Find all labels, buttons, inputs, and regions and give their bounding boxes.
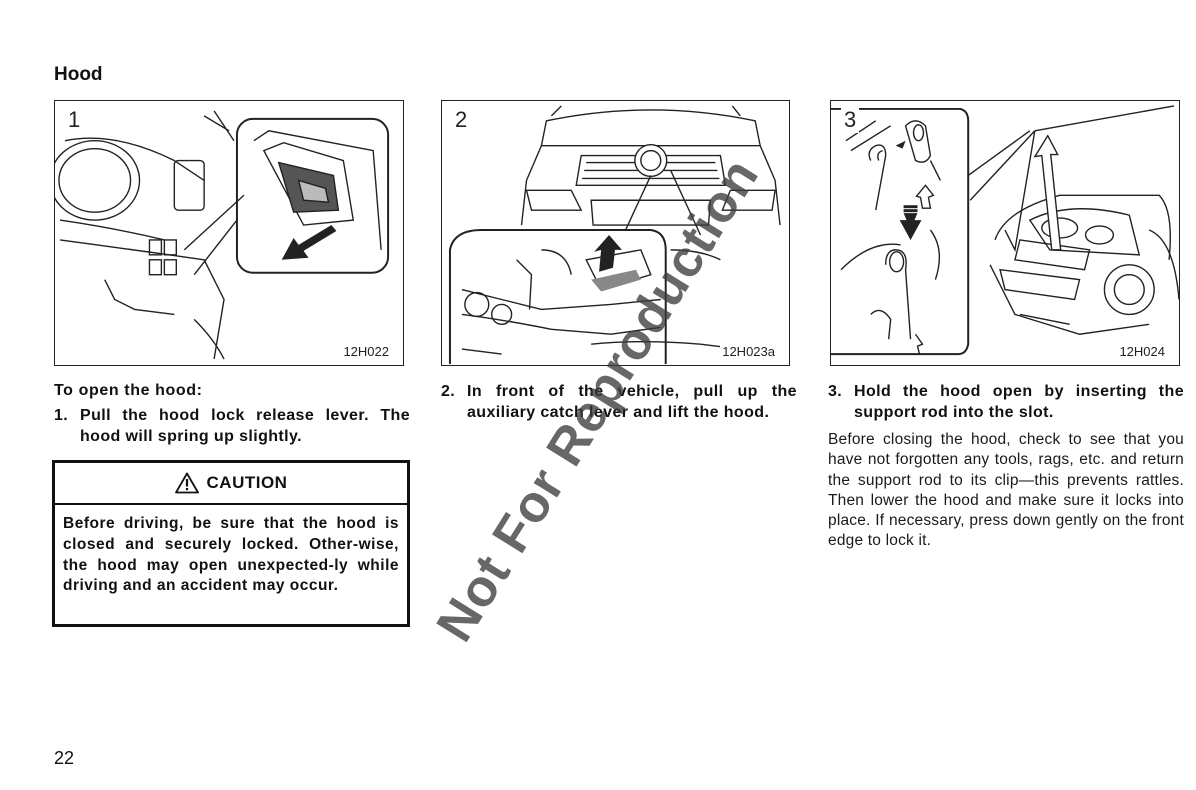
figure-auxiliary-catch-lever: 2 12H023a — [441, 100, 790, 366]
warning-triangle-icon — [174, 472, 199, 494]
step-1: 1. Pull the hood lock release lever. The… — [54, 406, 410, 447]
figure-support-rod: 3 12H024 — [830, 100, 1180, 366]
hood-release-lever-illustration — [55, 110, 390, 360]
step-text: Hold the hood open by inserting the supp… — [854, 383, 1184, 421]
figure-code: 12H024 — [1117, 344, 1167, 359]
caution-text: Before driving, be sure that the hood is… — [63, 515, 399, 595]
section-title: Hood — [54, 64, 103, 85]
figure-number: 3 — [841, 107, 860, 133]
caution-header: CAUTION — [55, 463, 407, 505]
step-text: Pull the hood lock release lever. The ho… — [80, 407, 410, 445]
step-3: 3. Hold the hood open by inserting the s… — [828, 382, 1184, 423]
support-rod-illustration — [831, 105, 1179, 356]
step-text: In front of the vehicle, pull up the aux… — [467, 383, 797, 421]
step-2: 2. In front of the vehicle, pull up the … — [441, 382, 797, 423]
step-number: 1. — [54, 407, 69, 424]
page-number: 22 — [54, 748, 75, 768]
caution-box: CAUTION Before driving, be sure that the… — [52, 460, 410, 627]
step-number: 2. — [441, 383, 456, 400]
auxiliary-catch-lever-illustration — [448, 105, 781, 365]
figure-code: 12H022 — [341, 344, 391, 359]
column-auxiliary-catch: 2. In front of the vehicle, pull up the … — [441, 382, 797, 423]
closing-instructions: Before closing the hood, check to see th… — [828, 431, 1184, 550]
figure-hood-release-lever: 1 12H022 — [54, 100, 404, 366]
figure-number: 2 — [452, 107, 471, 133]
column-open-hood: To open the hood: 1. Pull the hood lock … — [54, 382, 410, 447]
figure-code: 12H023a — [720, 344, 777, 359]
figure-number: 1 — [65, 107, 84, 133]
instructions-heading: To open the hood: — [54, 382, 203, 399]
step-number: 3. — [828, 383, 843, 400]
column-support-rod: 3. Hold the hood open by inserting the s… — [828, 382, 1184, 552]
caution-title: CAUTION — [206, 473, 288, 492]
